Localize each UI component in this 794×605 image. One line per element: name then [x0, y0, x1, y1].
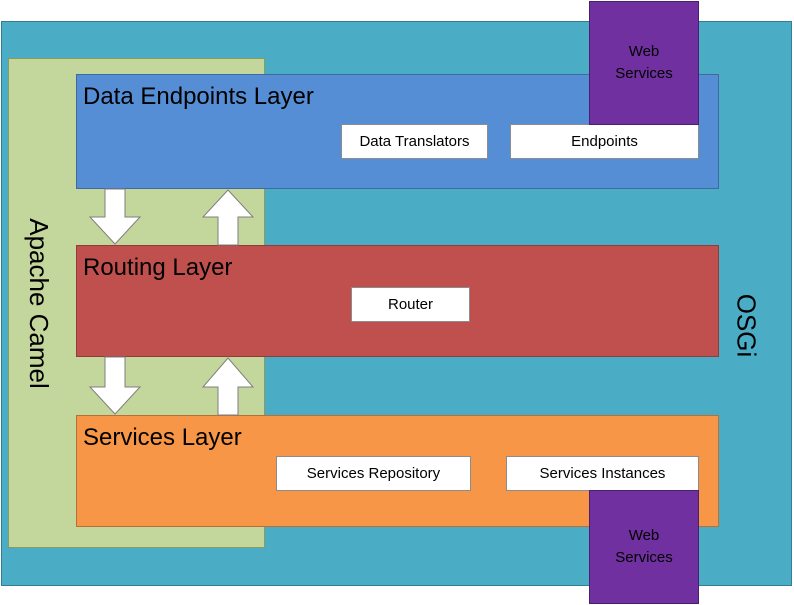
web-services-bottom-line2: Services [615, 549, 673, 566]
services-instances-box: Services Instances [506, 456, 699, 491]
up-arrow-routing-to-data [201, 189, 255, 246]
osgi-label-text: OSGi [731, 293, 762, 357]
data-translators-box: Data Translators [341, 124, 488, 159]
apache-camel-label-text: Apache Camel [23, 217, 54, 389]
web-services-bottom: Web Services [589, 490, 699, 604]
web-services-top: Web Services [589, 1, 699, 125]
services-layer-title: Services Layer [83, 424, 242, 451]
web-services-bottom-line1: Web [628, 527, 660, 544]
down-arrow-data-to-routing [88, 188, 142, 245]
endpoints-box: Endpoints [510, 124, 699, 159]
data-endpoints-layer-title: Data Endpoints Layer [83, 83, 314, 110]
down-arrow-routing-to-services [88, 356, 142, 415]
web-services-top-line1: Web [628, 43, 660, 60]
apache-camel-label: Apache Camel [8, 58, 68, 548]
up-arrow-services-to-routing [201, 357, 255, 416]
router-box: Router [351, 287, 470, 322]
routing-layer-title: Routing Layer [83, 254, 233, 281]
services-repository-box: Services Repository [276, 456, 471, 491]
web-services-top-line2: Services [615, 65, 673, 82]
